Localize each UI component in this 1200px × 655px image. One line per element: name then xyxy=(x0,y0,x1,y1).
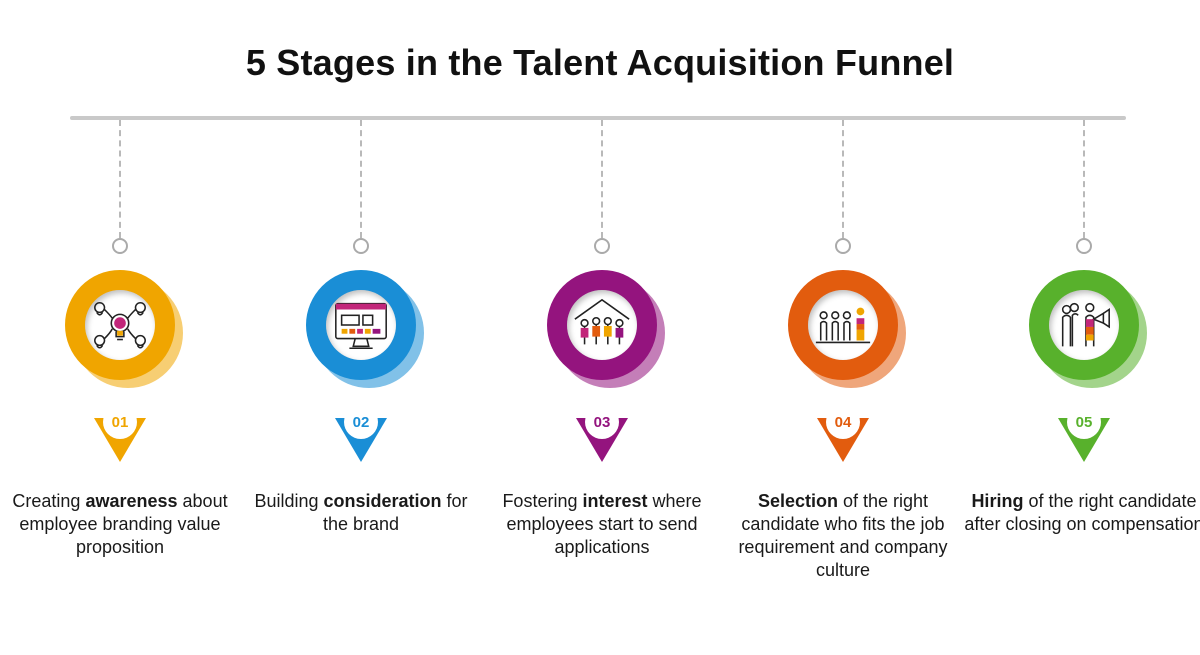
stage-number-marker: 04 xyxy=(817,404,869,464)
timeline-node xyxy=(1076,238,1092,254)
stage-5: 05 Hiring of the right candidate after c… xyxy=(964,120,1200,650)
stage-2-disc xyxy=(306,270,424,388)
timeline-node xyxy=(835,238,851,254)
timeline-node xyxy=(594,238,610,254)
stage-number: 04 xyxy=(834,414,852,431)
stage-3-disc xyxy=(547,270,665,388)
hiring-megaphone-icon xyxy=(1061,302,1110,347)
people-group-house-icon xyxy=(574,298,630,345)
timeline-node xyxy=(353,238,369,254)
stage-2: 02 Building consideration for the brand xyxy=(241,120,481,650)
dashed-connector xyxy=(1083,120,1085,238)
page-title: 5 Stages in the Talent Acquisition Funne… xyxy=(245,42,955,83)
stage-number-marker: 05 xyxy=(1058,404,1110,464)
stage-4: 04 Selection of the right candidate who … xyxy=(723,120,963,650)
dashed-connector xyxy=(360,120,362,238)
timeline-node xyxy=(112,238,128,254)
stage-number-marker: 01 xyxy=(94,404,146,464)
ideas-network-icon xyxy=(94,301,146,349)
stage-number-marker: 03 xyxy=(576,404,628,464)
stage-description: Fostering interest where employees start… xyxy=(502,491,702,557)
stage-description: Hiring of the right candidate after clos… xyxy=(964,491,1200,534)
dashed-connector xyxy=(119,120,121,238)
candidate-selection-icon xyxy=(815,307,871,344)
dashed-connector xyxy=(601,120,603,238)
dashed-connector xyxy=(842,120,844,238)
computer-monitor-icon xyxy=(335,302,387,350)
stage-number: 05 xyxy=(1075,414,1093,431)
stage-number: 01 xyxy=(111,414,129,431)
stage-number: 02 xyxy=(352,414,370,431)
stage-3: 03 Fostering interest where employees st… xyxy=(482,120,722,650)
stage-1: 01 Creating awareness about employee bra… xyxy=(0,120,240,650)
stage-number-marker: 02 xyxy=(335,404,387,464)
stage-5-disc xyxy=(1029,270,1147,388)
stage-1-disc xyxy=(65,270,183,388)
stage-description: Creating awareness about employee brandi… xyxy=(12,491,228,557)
stage-description: Selection of the right candidate who fit… xyxy=(738,491,948,580)
timeline-bar xyxy=(70,116,1126,120)
stage-4-disc xyxy=(788,270,906,388)
stage-number: 03 xyxy=(593,414,611,431)
stage-description: Building consideration for the brand xyxy=(254,491,468,534)
